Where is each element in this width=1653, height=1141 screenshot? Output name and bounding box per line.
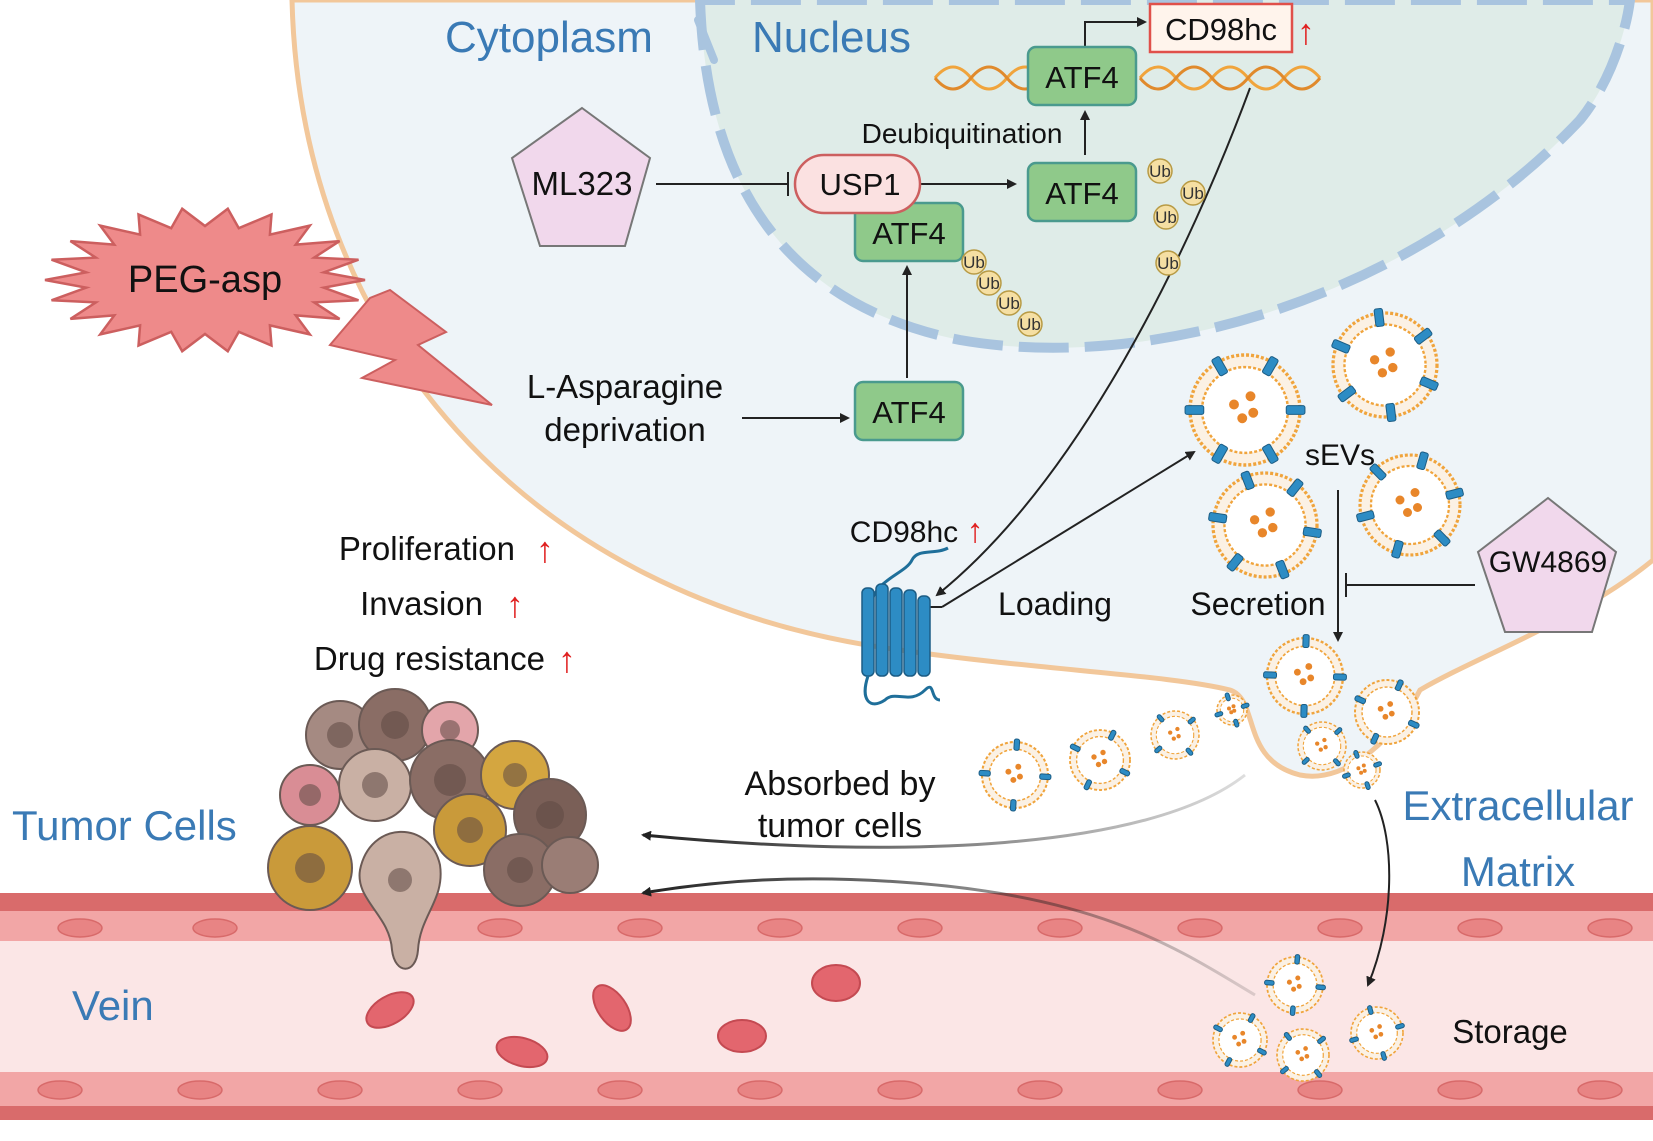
cd98hc-gene-up-arrow: ↑ (1297, 11, 1315, 52)
sev-vesicle-icon (1356, 451, 1464, 559)
cytoplasm-label: Cytoplasm (445, 13, 653, 62)
sev-vesicles (978, 307, 1464, 1082)
usp1-box: USP1 (793, 153, 922, 215)
loading-label: Loading (998, 586, 1112, 622)
asparagine-deprivation-line1: L-Asparagine (527, 368, 723, 405)
sev-vesicle-icon (1214, 692, 1250, 728)
absorbed-label-line1: Absorbed by (745, 765, 936, 803)
nucleus-label: Nucleus (752, 13, 911, 62)
vein (0, 893, 1653, 1120)
asparagine-deprivation-line2: deprivation (544, 411, 705, 448)
cd98hc-membrane-up-arrow: ↑ (967, 512, 984, 550)
svg-text:ATF4: ATF4 (872, 395, 946, 430)
sev-vesicle-icon (1208, 470, 1322, 580)
gw4869-pentagon (1476, 496, 1618, 633)
atf4-box-ubiquitinated: ATF4 (853, 201, 965, 263)
vein-return-arrow (641, 877, 1256, 997)
invasion-up-arrow: ↑ (506, 584, 524, 625)
cd98hc-membrane-receptor-icon (861, 546, 949, 706)
extracellular-label-line2: Matrix (1461, 848, 1575, 895)
cytoplasm-nucleus-divider (694, 16, 718, 64)
sev-vesicle-icon (1212, 1012, 1268, 1068)
sev-vesicle-icon (1069, 729, 1131, 791)
sev-vesicle-icon (1331, 307, 1439, 423)
gw4869-label: GW4869 (1489, 546, 1607, 579)
pathway-arrows (656, 17, 1475, 987)
tumor-cell-cluster (267, 688, 599, 970)
sevs-label: sEVs (1305, 439, 1375, 472)
atf4-box-cytoplasm: ATF4 (853, 380, 965, 442)
drug-resistance-up-arrow: ↑ (558, 639, 576, 680)
sev-vesicle-icon (1276, 1028, 1330, 1082)
text-labels: Cytoplasm Nucleus Extracellular Matrix T… (12, 13, 1634, 1050)
proliferation-label: Proliferation (339, 530, 515, 567)
sev-vesicle-icon (1349, 1005, 1405, 1061)
invasion-label: Invasion (360, 585, 483, 622)
invading-tumor-cell (358, 830, 442, 970)
sev-vesicle-icon (1184, 353, 1306, 467)
sev-vesicle-icon (978, 738, 1052, 812)
tumor-cells-label: Tumor Cells (12, 802, 237, 849)
absorbed-arrow (641, 773, 1246, 849)
peg-asp-group: PEG-asp (44, 206, 493, 406)
dna-strand (933, 65, 1322, 91)
drug-resistance-label: Drug resistance (314, 640, 545, 677)
atf4-box-transcription: ATF4 (1026, 45, 1138, 107)
svg-text:ATF4: ATF4 (1045, 60, 1119, 95)
sev-vesicle-icon (1342, 750, 1382, 790)
ml323-pentagon (510, 106, 652, 247)
proliferation-up-arrow: ↑ (536, 529, 554, 570)
sev-vesicle-icon (1150, 710, 1200, 760)
svg-text:ATF4: ATF4 (1045, 176, 1119, 211)
svg-text:USP1: USP1 (820, 167, 901, 202)
peg-asp-starburst-icon (44, 206, 366, 354)
atf4-box-deubiquitinated: ATF4 (1026, 161, 1138, 223)
sev-vesicle-icon (1264, 954, 1326, 1016)
svg-text:ATF4: ATF4 (872, 216, 946, 251)
cd98hc-gene-box: CD98hc (1148, 2, 1294, 54)
red-blood-cells (365, 964, 861, 1069)
absorbed-label-line2: tumor cells (758, 807, 922, 845)
lightning-bolt-icon (328, 288, 493, 406)
sev-vesicle-icon (1354, 679, 1420, 745)
deubiquitination-label: Deubiquitination (862, 118, 1063, 149)
extracellular-label-line1: Extracellular (1402, 782, 1633, 829)
sev-vesicle-icon (1263, 634, 1347, 718)
peg-asp-label: PEG-asp (128, 259, 282, 301)
storage-label: Storage (1452, 1013, 1568, 1050)
ml323-label: ML323 (532, 165, 633, 202)
sev-vesicle-icon (1297, 721, 1347, 771)
vein-label: Vein (72, 982, 154, 1029)
secretion-label: Secretion (1190, 586, 1325, 622)
cd98hc-membrane-label: CD98hc (850, 516, 958, 549)
svg-text:CD98hc: CD98hc (1165, 12, 1277, 47)
